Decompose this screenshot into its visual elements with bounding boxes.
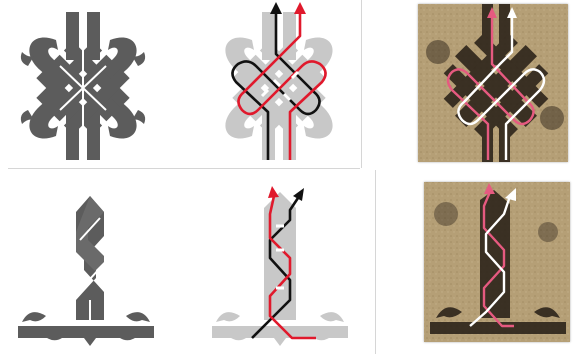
bottom-left-stem-silhouette xyxy=(18,196,154,346)
top-right-photo-frame xyxy=(418,4,568,162)
bottom-right-photo-frame xyxy=(424,182,570,342)
